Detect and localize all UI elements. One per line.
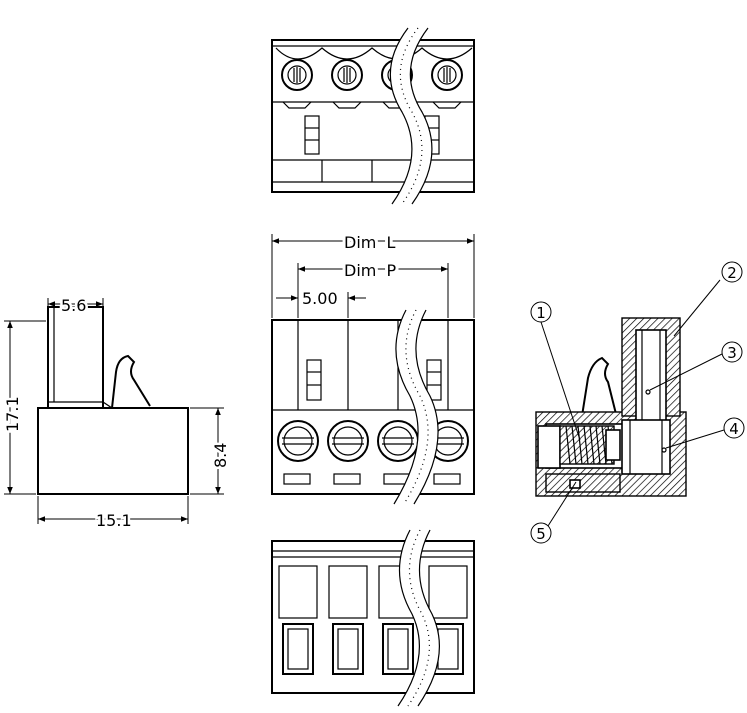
top-view: [271, 27, 475, 205]
dim-pitch: 5.00: [302, 289, 338, 308]
front-screws: [277, 420, 469, 462]
callout-1-label: 1: [536, 304, 546, 322]
callout-4-label: 4: [729, 420, 739, 438]
callout-2: 2: [721, 261, 743, 283]
front-view: Dim L Dim P 5.00: [271, 230, 475, 505]
bottom-view: [271, 529, 475, 707]
callout-1: 1: [530, 301, 552, 323]
callout-5-label: 5: [536, 525, 546, 543]
callout-leaders: [540, 279, 725, 527]
screw-thread: [565, 425, 613, 465]
side-view: 5.6 17.1 8.4 15.1: [1, 294, 233, 533]
dim-height: 17.1: [3, 396, 22, 432]
top-screws: [275, 47, 473, 109]
callout-4: 4: [723, 417, 745, 439]
dim-l-label: Dim L: [344, 233, 396, 252]
callout-3: 3: [721, 341, 743, 363]
callout-3-label: 3: [727, 344, 737, 362]
dim-body-height: 8.4: [211, 443, 230, 468]
callout-5: 5: [530, 522, 552, 544]
dim-depth: 15.1: [96, 511, 132, 530]
callout-2-label: 2: [727, 264, 737, 282]
section-view: [535, 317, 687, 497]
dim-p-label: Dim P: [344, 261, 397, 280]
dim-top-width: 5.6: [61, 296, 86, 315]
